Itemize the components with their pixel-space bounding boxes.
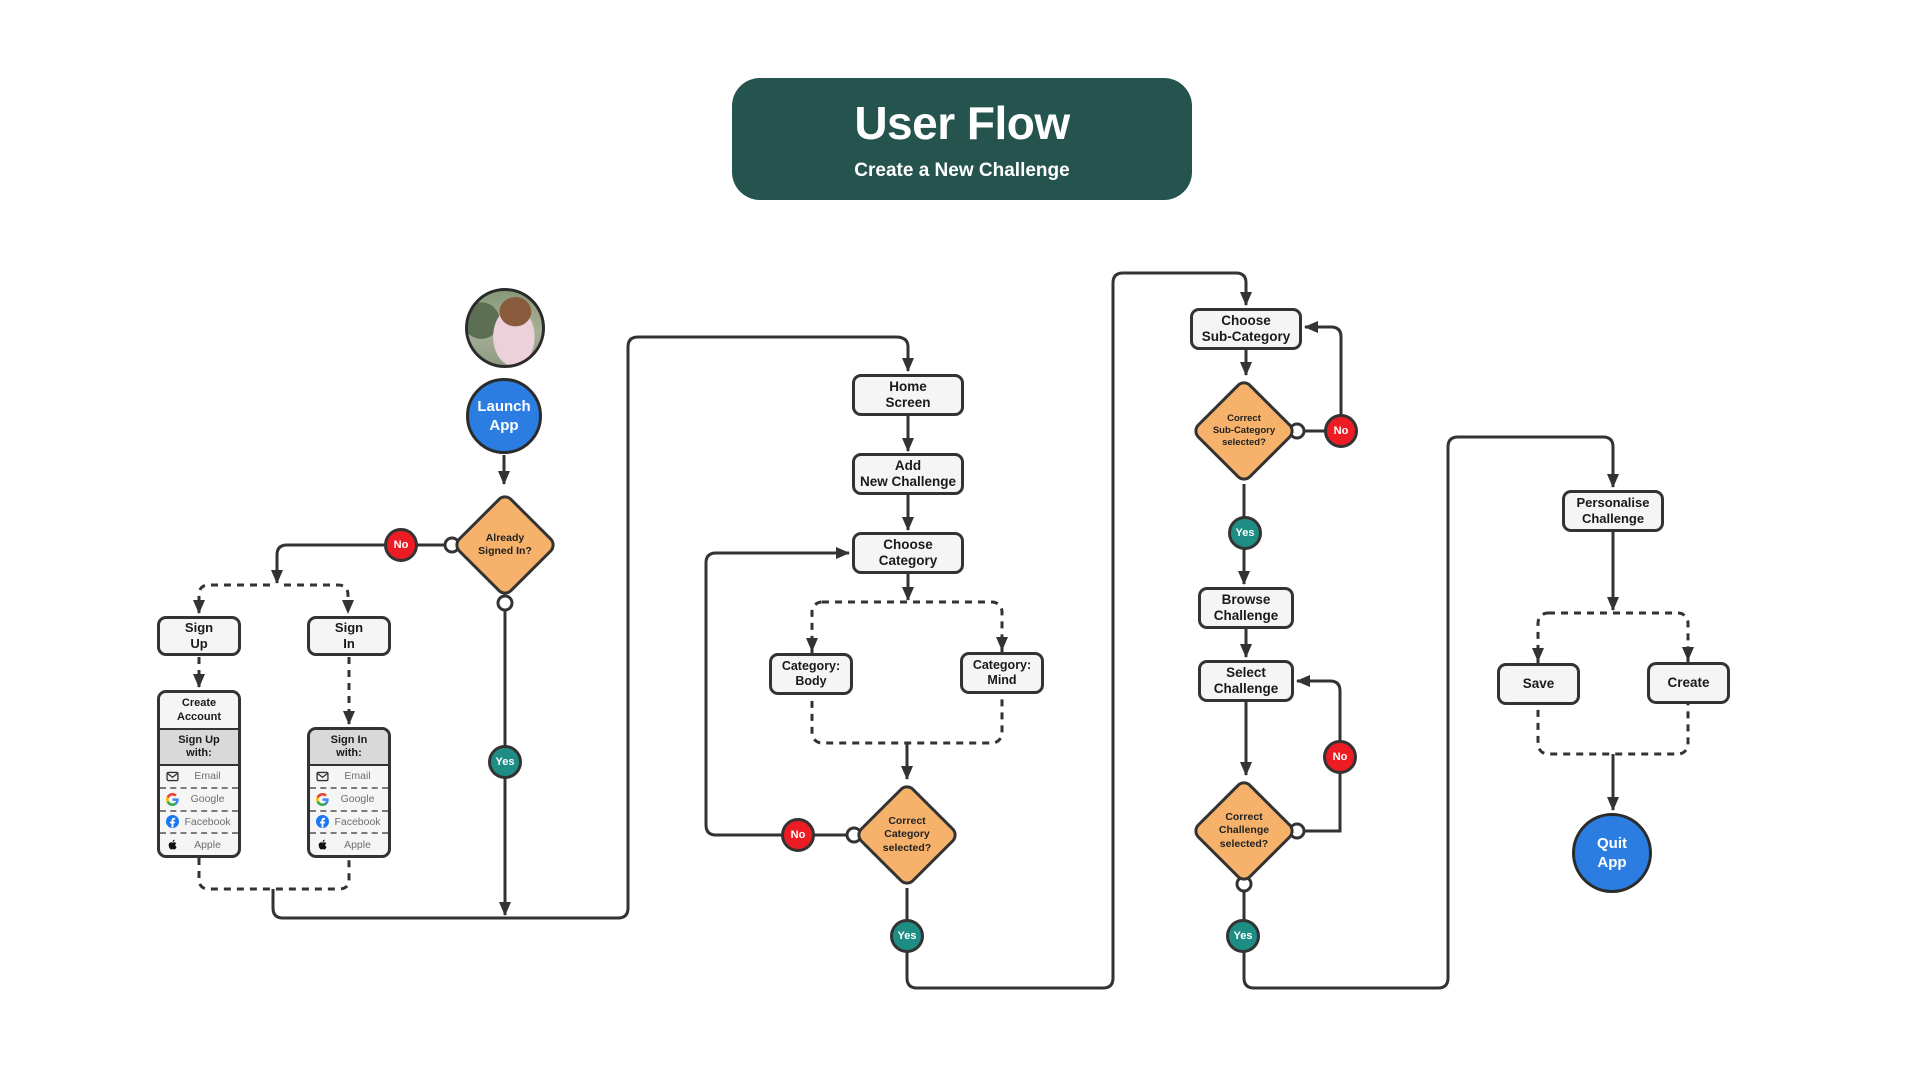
node-personalise-challenge: Personalise Challenge [1562, 490, 1664, 532]
apple-icon [166, 838, 179, 851]
node-quit-app: Quit App [1572, 813, 1652, 893]
node-select-challenge: Select Challenge [1198, 660, 1294, 702]
badge-yes-category: Yes [890, 919, 924, 953]
badge-yes-sub-category: Yes [1228, 516, 1262, 550]
node-sign-in: Sign In [307, 616, 391, 656]
auth-option-google: Google [310, 786, 388, 810]
auth-option-facebook: Facebook [310, 809, 388, 833]
panel-create-account: Create Account Sign Up with: Email Googl… [157, 690, 241, 858]
node-home-screen: Home Screen [852, 374, 964, 416]
node-sign-up: Sign Up [157, 616, 241, 656]
badge-yes-challenge: Yes [1226, 919, 1260, 953]
create-account-header: Create Account [160, 693, 238, 730]
auth-option-apple: Apple [310, 832, 388, 855]
page-subtitle: Create a New Challenge [854, 160, 1070, 181]
badge-no-signed-in: No [384, 528, 418, 562]
node-save: Save [1497, 663, 1580, 705]
auth-option-google: Google [160, 786, 238, 810]
facebook-icon [316, 815, 329, 829]
auth-option-email: Email [310, 766, 388, 787]
user-avatar [465, 288, 545, 368]
sign-up-with-header: Sign Up with: [160, 730, 238, 766]
decision-already-signed-in: Already Signed In? [451, 491, 559, 599]
decision-correct-challenge: Correct Challenge selected? [1190, 777, 1298, 885]
node-category-body: Category: Body [769, 653, 853, 695]
node-browse-challenge: Browse Challenge [1198, 587, 1294, 629]
email-icon [166, 770, 179, 783]
page-title: User Flow [854, 97, 1070, 149]
auth-option-facebook: Facebook [160, 809, 238, 833]
auth-option-apple: Apple [160, 832, 238, 855]
decision-correct-category: Correct Category selected? [853, 781, 961, 889]
badge-no-sub-category: No [1324, 414, 1358, 448]
facebook-icon [166, 815, 179, 829]
node-add-new-challenge: Add New Challenge [852, 453, 964, 495]
node-create: Create [1647, 662, 1730, 704]
node-choose-sub-category: Choose Sub-Category [1190, 308, 1302, 350]
panel-sign-in-with: Sign In with: Email Google Facebook Appl… [307, 727, 391, 858]
apple-icon [316, 838, 329, 851]
node-choose-category: Choose Category [852, 532, 964, 574]
google-icon [166, 792, 179, 806]
sign-in-with-header: Sign In with: [310, 730, 388, 766]
title-banner: User Flow Create a New Challenge [732, 78, 1192, 200]
google-icon [316, 792, 329, 806]
decision-correct-sub-category: Correct Sub-Category selected? [1190, 377, 1298, 485]
auth-option-email: Email [160, 766, 238, 787]
badge-no-challenge: No [1323, 740, 1357, 774]
node-category-mind: Category: Mind [960, 652, 1044, 694]
badge-no-category: No [781, 818, 815, 852]
badge-yes-signed-in: Yes [488, 745, 522, 779]
node-launch-app: Launch App [466, 378, 542, 454]
email-icon [316, 770, 329, 783]
